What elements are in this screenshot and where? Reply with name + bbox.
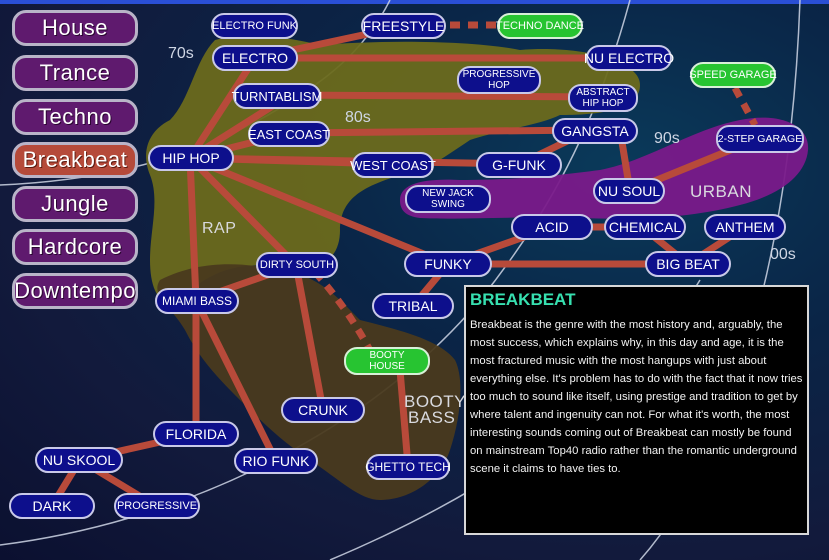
node-techno-dance[interactable]: TECHNO DANCE xyxy=(496,13,584,39)
node-miami-bass[interactable]: MIAMI BASS xyxy=(155,288,239,314)
node-anthem[interactable]: ANTHEM xyxy=(704,214,786,240)
genre-button-hardcore[interactable]: Hardcore xyxy=(12,229,138,265)
genre-button-downtempo[interactable]: Downtempo xyxy=(12,273,138,309)
node-tribal[interactable]: TRIBAL xyxy=(372,293,454,319)
node-big-beat[interactable]: BIG BEAT xyxy=(645,251,731,277)
genre-button-techno[interactable]: Techno xyxy=(12,99,138,135)
node-rio-funk[interactable]: RIO FUNK xyxy=(234,448,318,474)
node-electro-funk[interactable]: ELECTRO FUNK xyxy=(211,13,298,39)
node-electro[interactable]: ELECTRO xyxy=(212,45,298,71)
node-new-jack-swing[interactable]: NEW JACK SWING xyxy=(405,185,491,213)
era-label-90s: 90s xyxy=(654,130,680,147)
node-dark[interactable]: DARK xyxy=(9,493,95,519)
node-ghetto-tech[interactable]: GHETTO TECH xyxy=(365,454,451,480)
node-progressive-hop-line2: HOP xyxy=(488,80,510,91)
node-west-coast[interactable]: WEST COAST xyxy=(350,152,436,178)
node-chemical[interactable]: CHEMICAL xyxy=(604,214,686,240)
node-abstract-hip-hop-line2: HIP HOP xyxy=(582,98,624,109)
node-nu-skool[interactable]: NU SKOOL xyxy=(35,447,123,473)
node-dirty-south[interactable]: DIRTY SOUTH xyxy=(256,252,338,278)
era-label-00s: 00s xyxy=(770,246,796,263)
node-funky[interactable]: FUNKY xyxy=(404,251,492,277)
node-east-coast[interactable]: EAST COAST xyxy=(248,121,330,147)
urban-region xyxy=(400,117,809,219)
region-label-rap: RAP xyxy=(202,220,237,237)
node-turntablism[interactable]: TURNTABLISM xyxy=(232,83,322,109)
node-booty-house-line2: HOUSE xyxy=(369,361,405,372)
node-speed-garage[interactable]: SPEED GARAGE xyxy=(689,62,777,88)
node-hip-hop[interactable]: HIP HOP xyxy=(148,145,234,171)
node-nu-soul[interactable]: NU SOUL xyxy=(593,178,665,204)
genre-button-jungle[interactable]: Jungle xyxy=(12,186,138,222)
era-label-80s: 80s xyxy=(345,109,371,126)
region-label-booty: BOOTY xyxy=(404,392,467,411)
era-label-70s: 70s xyxy=(168,45,194,62)
node-booty-house[interactable]: BOOTY HOUSE xyxy=(344,347,430,375)
node-booty-house-line1: BOOTY xyxy=(369,350,405,361)
genre-button-breakbeat[interactable]: Breakbeat xyxy=(12,142,138,178)
node-abstract-hip-hop[interactable]: ABSTRACT HIP HOP xyxy=(568,84,638,112)
node-progressive-hop-line1: PROGRESSIVE xyxy=(462,69,536,80)
genre-button-trance[interactable]: Trance xyxy=(12,55,138,91)
info-description: Breakbeat is the genre with the most his… xyxy=(470,319,803,475)
node-new-jack-swing-line2: SWING xyxy=(431,199,465,210)
node-2-step-garage[interactable]: 2-STEP GARAGE xyxy=(716,125,804,153)
booty-region xyxy=(157,264,461,500)
node-nu-electro[interactable]: NU ELECTRO xyxy=(584,45,674,71)
node-abstract-hip-hop-line1: ABSTRACT xyxy=(576,87,630,98)
node-freestyle[interactable]: FREESTYLE xyxy=(361,13,446,39)
node-florida[interactable]: FLORIDA xyxy=(153,421,239,447)
top-border xyxy=(0,0,829,4)
genre-info-panel: BREAKBEAT Breakbeat is the genre with th… xyxy=(464,285,809,535)
node-g-funk[interactable]: G-FUNK xyxy=(476,152,562,178)
node-gangsta[interactable]: GANGSTA xyxy=(552,118,638,144)
node-progressive[interactable]: PROGRESSIVE xyxy=(114,493,200,519)
node-progressive-hop[interactable]: PROGRESSIVE HOP xyxy=(457,66,541,94)
node-new-jack-swing-line1: NEW JACK xyxy=(422,188,474,199)
info-title: BREAKBEAT xyxy=(470,290,576,309)
node-crunk[interactable]: CRUNK xyxy=(281,397,365,423)
node-acid[interactable]: ACID xyxy=(511,214,593,240)
region-label-urban: URBAN xyxy=(690,182,753,201)
region-label-bass: BASS xyxy=(408,408,456,427)
genre-button-house[interactable]: House xyxy=(12,10,138,46)
